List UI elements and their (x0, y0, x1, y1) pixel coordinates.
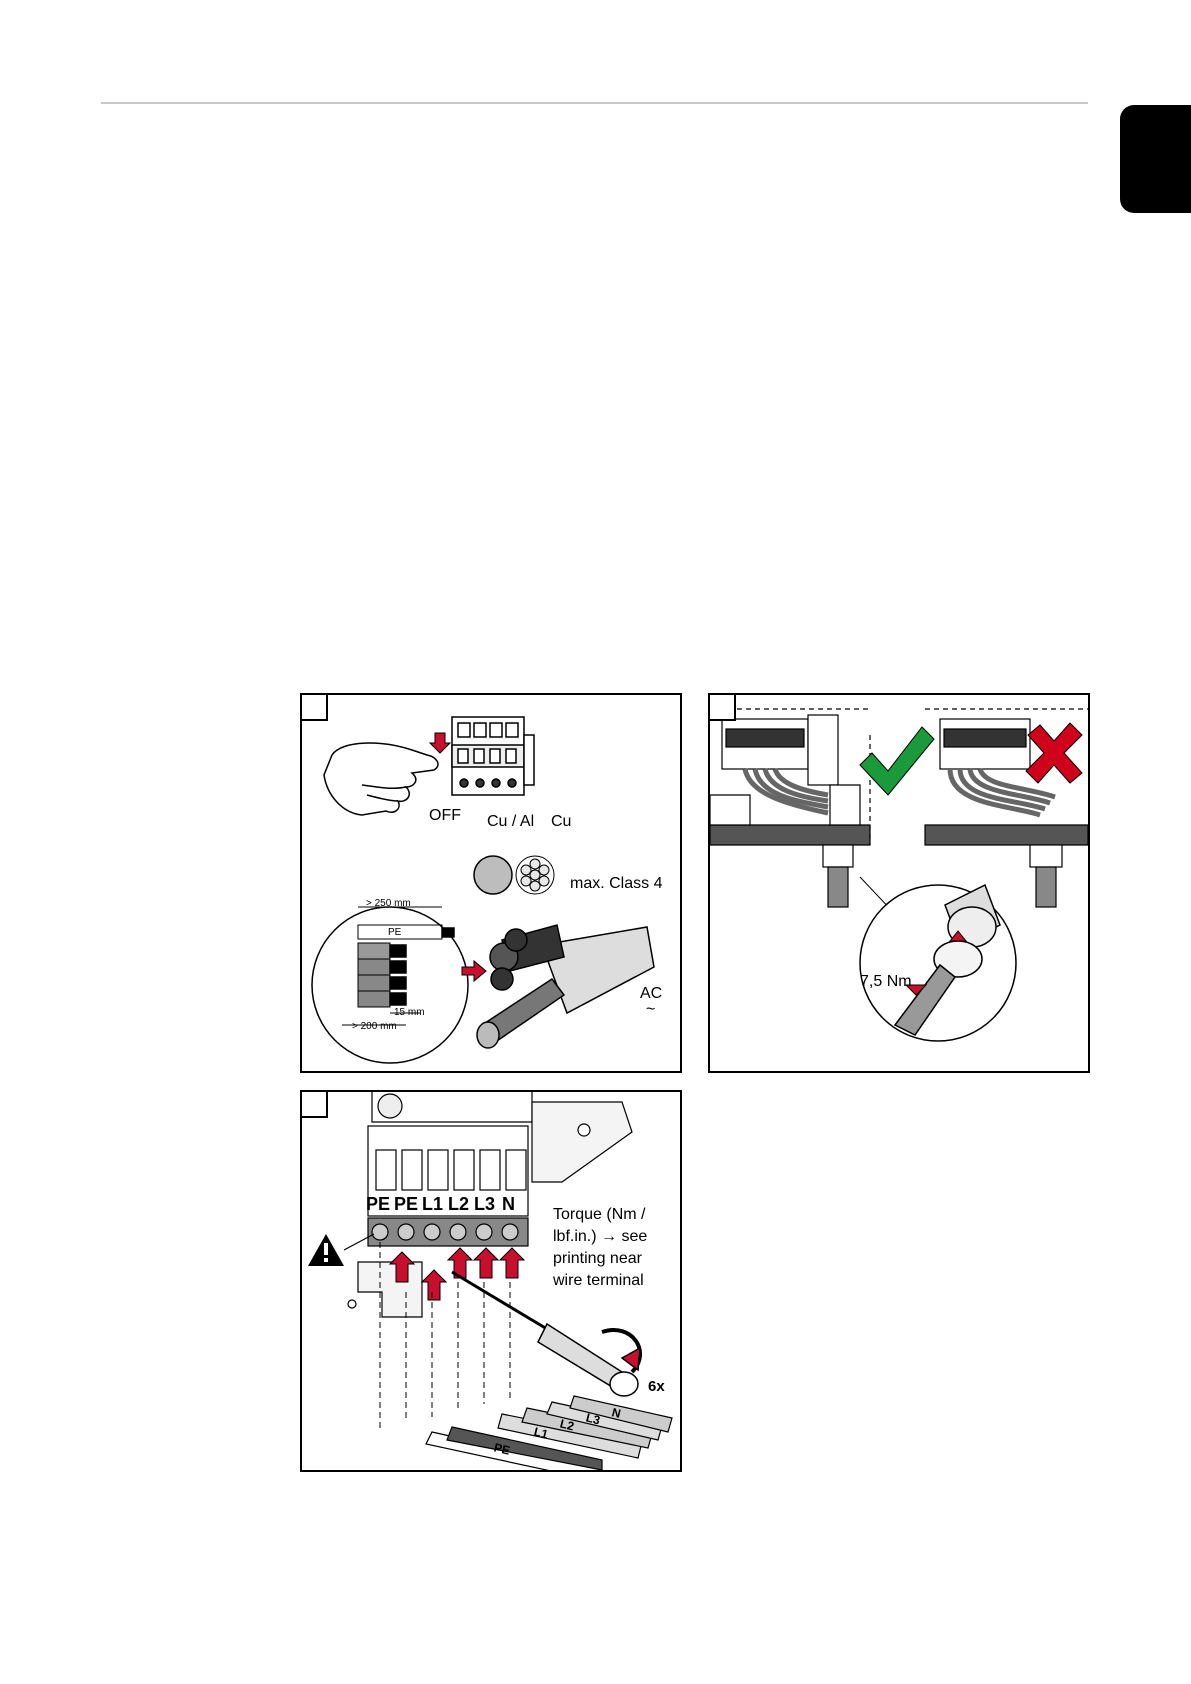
terminal-label-pe-2: PE (394, 1194, 418, 1215)
strip-200-label: > 200 mm (352, 1021, 397, 1032)
off-label: OFF (429, 807, 461, 825)
ac-cable-icon (477, 925, 654, 1048)
strip-250-label: > 250 mm (366, 898, 411, 909)
torque-note-line-4: wire terminal (553, 1272, 644, 1290)
circuit-breaker-icon (452, 717, 534, 795)
strip-15-label: 15 mm (394, 1007, 425, 1018)
conductor-cu-al-label: Cu / Al (487, 813, 534, 831)
panel2-illustration (710, 695, 1088, 1071)
header-rule (101, 102, 1088, 104)
torque-note-line-1: Torque (Nm / (553, 1206, 645, 1224)
section-thumb-tab (1120, 105, 1191, 213)
terminal-label-pe-1: PE (366, 1194, 390, 1215)
torque-value-label: 7,5 Nm (860, 973, 912, 991)
terminal-label-l2: L2 (448, 1194, 469, 1215)
terminal-label-l1: L1 (422, 1194, 443, 1215)
torque-note-line-2: lbf.in.) → see (553, 1228, 647, 1246)
solid-conductor-icon (474, 856, 512, 894)
cross-icon (1026, 723, 1082, 783)
panel-step-1: OFF Cu / Al Cu max. Class 4 > 250 mm PE … (300, 693, 682, 1073)
panel-step-2: 7,5 Nm (708, 693, 1090, 1073)
screwdriver-icon (452, 1272, 640, 1396)
step-number-box (302, 1092, 328, 1118)
step-number-box (302, 695, 328, 721)
max-class-label: max. Class 4 (570, 875, 662, 893)
strip-pe-label: PE (388, 927, 401, 938)
hand-icon (324, 743, 438, 815)
terminal-assembly-left (710, 709, 870, 907)
step-number-box (710, 695, 736, 721)
wire-bundle (426, 1396, 672, 1470)
panel-step-3: PE PE L1 L2 L3 N Torque (Nm / lbf.in.) →… (300, 1090, 682, 1472)
gland-detail (860, 885, 1016, 1041)
torque-note-line-3: printing near (553, 1250, 642, 1268)
ac-symbol: ~ (646, 1001, 655, 1019)
terminal-label-n: N (502, 1194, 515, 1215)
conductor-cu-label: Cu (551, 813, 571, 831)
terminal-label-l3: L3 (474, 1194, 495, 1215)
arrow-down-icon (430, 733, 450, 753)
warning-icon (308, 1234, 374, 1266)
repeat-count-label: 6x (648, 1378, 665, 1395)
stranded-conductor-icon (516, 856, 554, 894)
checkmark-icon (860, 727, 934, 795)
